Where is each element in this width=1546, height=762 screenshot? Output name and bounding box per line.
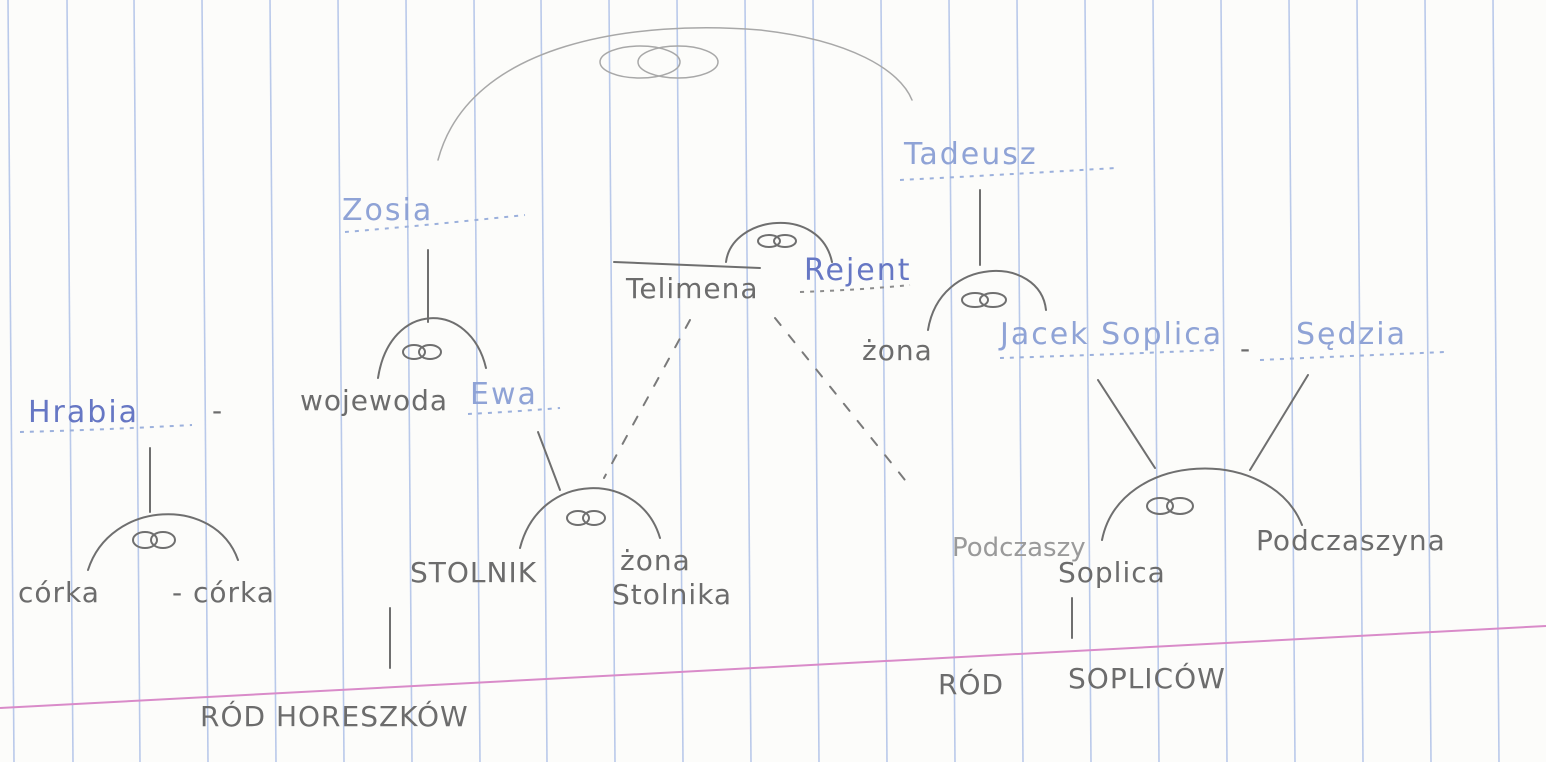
person-podczaszy-surname: Soplica <box>1058 556 1166 589</box>
person-sedzia: Sędzia <box>1296 317 1407 352</box>
person-corka-1: córka <box>18 576 100 609</box>
marriage-rings-icon <box>132 531 176 549</box>
person-hrabia: Hrabia <box>28 395 139 430</box>
clan-horeszko-label: RÓD HORESZKÓW <box>200 699 469 733</box>
person-rejent: Rejent <box>804 253 912 288</box>
person-tadeusz: Tadeusz <box>903 137 1038 172</box>
marriage-rings-icon <box>1146 497 1194 515</box>
person-stolnik: STOLNIK <box>410 556 537 589</box>
person-jacek-soplica: Jacek Soplica <box>998 317 1223 352</box>
marriage-rings-icon <box>566 510 606 526</box>
person-zosia: Zosia <box>342 193 433 228</box>
person-ewa: Ewa <box>470 377 538 412</box>
person-telimena: Telimena <box>625 272 759 305</box>
person-podczaszy: Podczaszy <box>952 533 1086 563</box>
svg-text:-: - <box>212 394 223 427</box>
person-wojewoda: wojewoda <box>300 384 448 417</box>
marriage-rings-icon <box>402 344 442 360</box>
person-zona-jacka: żona <box>862 334 933 367</box>
marriage-rings-icon <box>599 45 719 79</box>
zosia-tadeusz-arc <box>437 27 913 161</box>
person-zona-stolnika-1: żona <box>620 544 691 577</box>
marriage-rings-icon <box>757 234 797 248</box>
svg-text:-: - <box>1240 332 1251 365</box>
person-podczaszyna: Podczaszyna <box>1256 524 1446 557</box>
person-zona-stolnika-2: Stolnika <box>612 578 732 611</box>
clan-soplica-label-2: SOPLICÓW <box>1068 661 1226 695</box>
marriage-rings-icon <box>961 292 1007 308</box>
clan-soplica-label-1: RÓD <box>938 667 1004 701</box>
margin-line <box>0 625 1546 709</box>
person-corka-2: - córka <box>172 576 275 609</box>
